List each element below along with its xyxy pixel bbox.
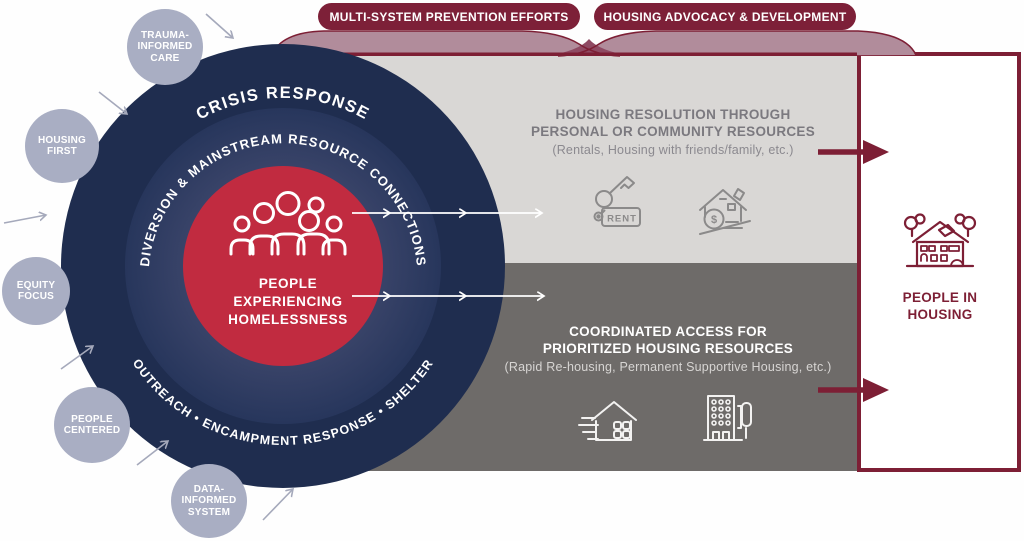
house-sale-icon: $	[699, 188, 751, 235]
principle-equity-focus: EQUITY FOCUS	[2, 257, 70, 325]
people-in-housing-box	[857, 52, 1021, 472]
arrow-into-circle	[60, 346, 93, 370]
svg-text:$: $	[711, 214, 717, 226]
track-subtitle: (Rapid Re-housing, Permanent Supportive …	[504, 360, 832, 374]
track-title-line: PERSONAL OR COMMUNITY RESOURCES	[530, 124, 816, 139]
arrow-into-circle	[136, 441, 168, 466]
arrow-into-circle	[205, 13, 233, 38]
banner-housing-advocacy: HOUSING ADVOCACY & DEVELOPMENT	[594, 3, 856, 30]
banner-right-label: HOUSING ADVOCACY & DEVELOPMENT	[603, 9, 847, 24]
track-title-line: COORDINATED ACCESS FOR	[569, 324, 767, 339]
key-rent-icon: RENT	[593, 176, 641, 227]
rapid-rehousing-icon	[578, 401, 637, 441]
svg-text:PEOPLE: PEOPLE	[259, 276, 317, 291]
personal-resources-track: HOUSING RESOLUTION THROUGH PERSONAL OR C…	[463, 106, 883, 157]
coordinated-access-track: COORDINATED ACCESS FOR PRIORITIZED HOUSI…	[458, 323, 878, 374]
principle-trauma-informed-care: TRAUMA- INFORMED CARE	[127, 9, 203, 85]
arrow-into-circle	[262, 489, 293, 521]
people-in-housing-label: PEOPLE IN HOUSING	[902, 290, 978, 322]
principle-people-centered: PEOPLE CENTERED	[54, 387, 130, 463]
track-title-line: HOUSING RESOLUTION THROUGH	[555, 107, 791, 122]
principle-housing-first: HOUSING FIRST	[25, 109, 99, 183]
center-label: PEOPLE EXPERIENCING HOMELESSNESS	[228, 276, 348, 327]
svg-text:RENT: RENT	[607, 214, 637, 225]
principle-data-informed-system: DATA- INFORMED SYSTEM	[171, 464, 247, 538]
svg-text:EXPERIENCING: EXPERIENCING	[233, 294, 342, 309]
apartment-building-icon	[703, 395, 752, 441]
house-trees-icon	[903, 213, 977, 268]
svg-text:HOMELESSNESS: HOMELESSNESS	[228, 312, 348, 327]
arrow-into-circle	[3, 215, 46, 224]
banner-left-label: MULTI-SYSTEM PREVENTION EFFORTS	[329, 9, 569, 24]
people-group-icon	[229, 191, 347, 256]
banner-multi-system-prevention: MULTI-SYSTEM PREVENTION EFFORTS	[318, 3, 580, 30]
track-subtitle: (Rentals, Housing with friends/family, e…	[552, 143, 794, 157]
track-title-line: PRIORITIZED HOUSING RESOURCES	[542, 341, 794, 356]
arrow-into-circle	[98, 91, 127, 114]
